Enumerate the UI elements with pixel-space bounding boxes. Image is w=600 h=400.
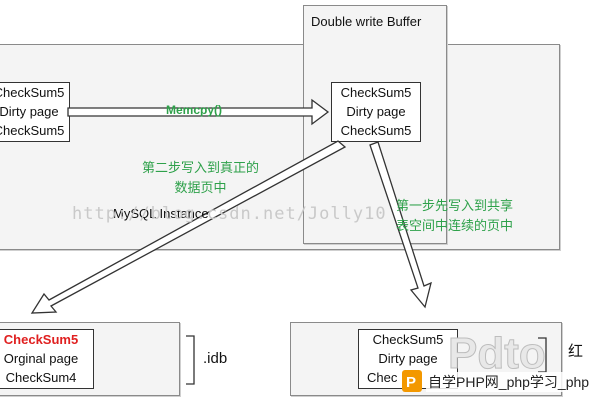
- dwb-dirty-page-label: Dirty page: [346, 104, 406, 119]
- svg-text:Pdto: Pdto: [448, 329, 546, 378]
- step-one-label: 第一步先写入到共享 表空间中连续的页中: [396, 196, 513, 236]
- buffer-checksum-top: CheckSum5: [0, 85, 65, 100]
- idb-file-label: .idb: [203, 350, 228, 367]
- footer-logo-text: 自学PHP网_php学习_php: [426, 372, 592, 392]
- buffer-checksum-bottom: CheckSum5: [0, 123, 65, 138]
- mysql-instance-panel: [0, 44, 560, 250]
- memcpy-label: Memcpy(): [166, 103, 223, 117]
- shared-checksum-top: CheckSum5: [372, 332, 444, 347]
- watermark-url: http://blog.csdn.net/Jolly10: [72, 204, 387, 224]
- idb-page-box: CheckSum5 Orginal page CheckSum4: [0, 329, 94, 389]
- shared-checksum-bottom: Chec: [367, 370, 398, 385]
- step-two-label: 第二步写入到真正的 数据页中: [142, 158, 259, 198]
- dwb-checksum-top: CheckSum5: [340, 85, 412, 100]
- memcpy-arrow: [67, 98, 330, 126]
- step-two-line-1: 第二步写入到真正的: [142, 160, 260, 175]
- step-two-line-2: 数据页中: [174, 180, 227, 195]
- shared-dirty-page-label: Dirty page: [378, 351, 438, 366]
- shared-tablespace-label: 红: [568, 343, 584, 360]
- mysql-instance-label: MySQL Instance: [113, 206, 209, 221]
- buffer-dirty-page-label: Dirty page: [0, 104, 59, 119]
- idb-checksum-bottom: CheckSum4: [5, 370, 77, 385]
- double-write-buffer-title: Double write Buffer: [311, 14, 422, 29]
- idb-checksum-top: CheckSum5: [3, 332, 79, 347]
- dwb-page-box: CheckSum5 Dirty page CheckSum5: [331, 82, 421, 142]
- step-one-line-1: 第一步先写入到共享: [396, 198, 514, 213]
- svg-text:P: P: [406, 374, 416, 391]
- idb-original-page-label: Orginal page: [3, 351, 79, 366]
- step-one-line-2: 表空间中连续的页中: [396, 218, 514, 233]
- step-two-arrow: [30, 140, 347, 314]
- step-one-arrow: [369, 141, 432, 309]
- dwb-checksum-bottom: CheckSum5: [340, 123, 412, 138]
